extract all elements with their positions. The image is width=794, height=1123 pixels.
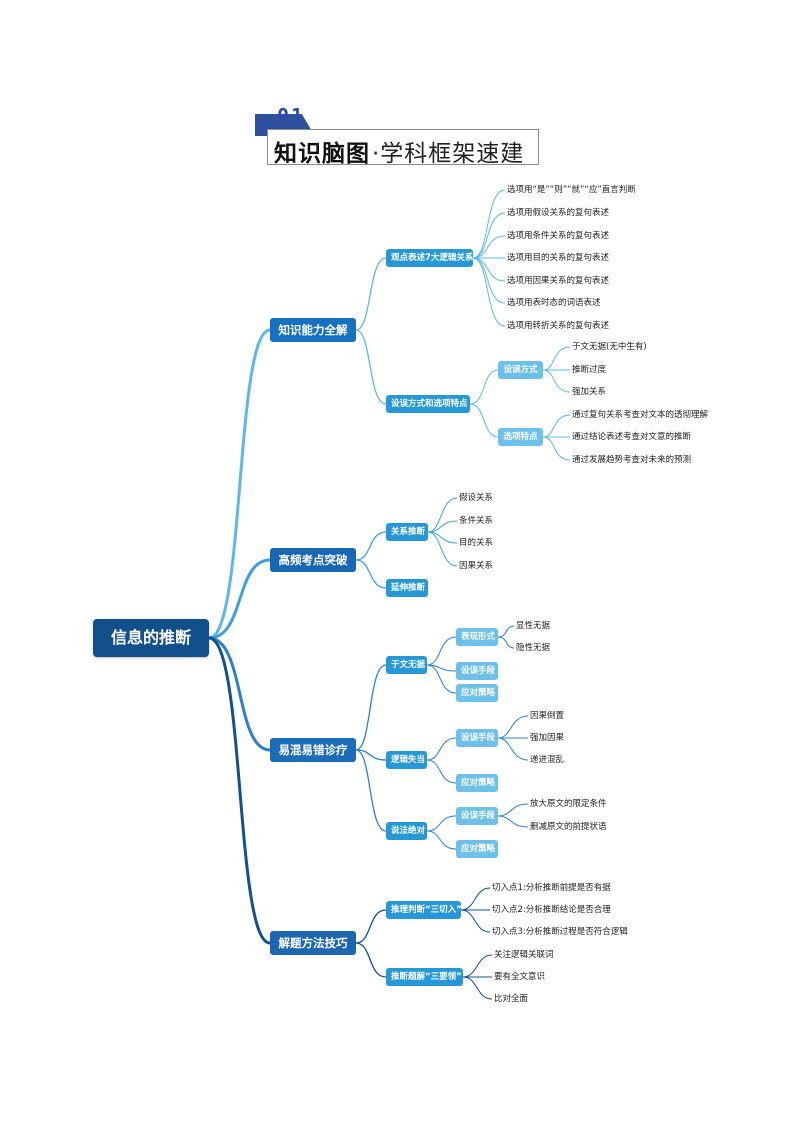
node-three-essentials: 推断题解“三要领”	[386, 968, 463, 986]
node-three-entry: 推理判断“三切入”	[386, 901, 462, 919]
branch-error-diagnosis: 易混易错诊疗	[270, 738, 356, 762]
leaf: 选项用“是”“则”“就”“应”直言判断	[507, 185, 636, 195]
leaf: 选项用条件关系的复句表述	[507, 231, 610, 241]
leaf: 通过发展趋势考查对未来的预测	[572, 455, 692, 465]
node-error-means: 设误手段	[456, 662, 498, 680]
leaf: 目的关系	[459, 538, 494, 548]
section-header: 01 知识脑图 ·学科框架速建	[255, 104, 545, 168]
link-root-b1	[208, 328, 271, 640]
branch-knowledge: 知识能力全解	[270, 318, 356, 342]
header-title-box: 知识脑图 ·学科框架速建	[267, 129, 539, 167]
leaf: 选项用转折关系的复句表述	[507, 321, 610, 331]
branch-hotspots: 高频考点突破	[270, 548, 356, 572]
leaf: 切入点1:分析推断前提是否有据	[492, 883, 611, 893]
node-no-basis: 于文无据	[386, 656, 427, 674]
leaf: 条件关系	[459, 516, 494, 526]
node-logic-fault: 逻辑失当	[386, 751, 427, 769]
node-strategy: 应对策略	[456, 684, 498, 702]
section-number: 01	[277, 104, 306, 128]
leaf: 通过复句关系考查对文本的透彻理解	[572, 410, 709, 420]
branch-methods: 解题方法技巧	[270, 931, 356, 955]
leaf: 要有全文意识	[494, 972, 546, 982]
leaf: 强加关系	[572, 387, 607, 397]
leaf: 比对全面	[494, 994, 529, 1004]
leaf: 因果倒置	[530, 711, 565, 721]
leaf: 强加因果	[530, 733, 565, 743]
header-title-sub: ·学科框架速建	[372, 141, 525, 167]
node-strategy: 应对策略	[456, 774, 498, 792]
node-absolute-claim: 说法绝对	[386, 822, 427, 840]
node-extended-inference: 延伸推断	[386, 579, 428, 597]
leaf: 切入点2:分析推断结论是否合理	[492, 905, 611, 915]
leaf: 假设关系	[459, 493, 494, 503]
link-root-b2	[208, 558, 271, 640]
node-relation-inference: 关系推断	[386, 523, 428, 541]
leaf: 切入点3:分析推断过程是否符合逻辑	[492, 927, 628, 937]
leaf: 选项用目的关系的复句表述	[507, 253, 610, 263]
link-root-b3	[208, 636, 271, 752]
link-root-b4	[208, 636, 271, 945]
leaf: 选项用因果关系的复句表述	[507, 276, 610, 286]
mindmap-root: 信息的推断	[93, 619, 209, 657]
node-error-means: 设误手段	[456, 807, 498, 825]
node-error-means: 设误手段	[456, 729, 498, 747]
node-logic-relations: 观点表述7大逻辑关系	[386, 249, 473, 267]
node-error-type: 设误方式	[498, 361, 543, 379]
node-strategy: 应对策略	[456, 840, 498, 858]
leaf: 关注逻辑关联词	[494, 950, 554, 960]
leaf: 删减原文的前提状语	[530, 822, 607, 832]
node-manifestation: 表现形式	[456, 628, 498, 646]
leaf: 选项用表时态的词语表述	[507, 298, 601, 308]
leaf: 显性无据	[516, 621, 551, 631]
leaf: 隐性无据	[516, 643, 551, 653]
node-option-traits: 选项特点	[498, 428, 543, 446]
node-error-methods: 设误方式和选项特点	[386, 395, 470, 413]
leaf: 通过结论表述考查对文意的推断	[572, 432, 692, 442]
leaf: 推断过度	[572, 365, 607, 375]
leaf: 选项用假设关系的复句表述	[507, 208, 610, 218]
header-title-main: 知识脑图	[274, 141, 370, 167]
leaf: 放大原文的限定条件	[530, 799, 607, 809]
leaf: 于文无据(无中生有)	[572, 342, 647, 352]
leaf: 因果关系	[459, 561, 494, 571]
leaf: 递进混乱	[530, 755, 565, 765]
